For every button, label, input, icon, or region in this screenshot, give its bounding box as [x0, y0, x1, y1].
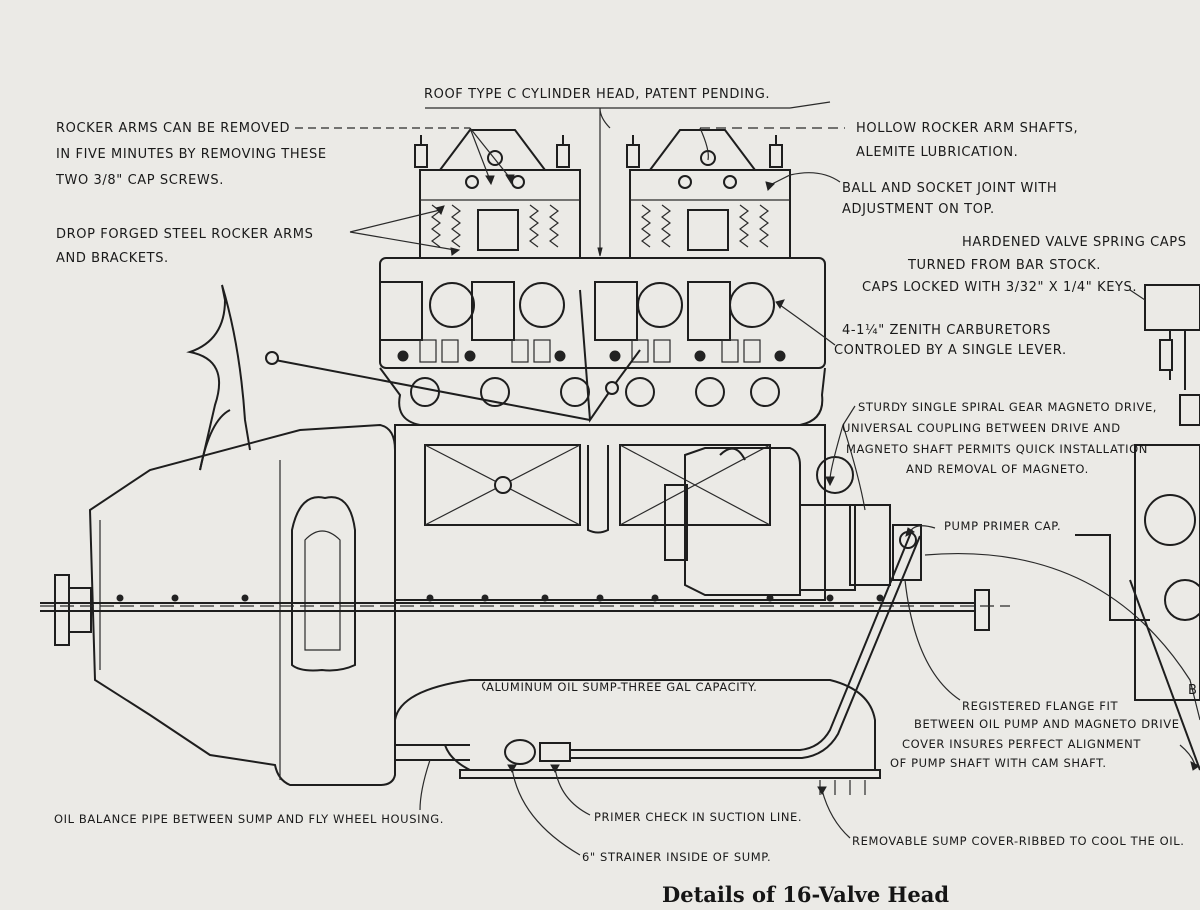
label-edge-b: B — [1188, 683, 1198, 698]
label-hardened-caps-line2: TURNED FROM BAR STOCK. — [908, 258, 1101, 273]
right-pump-detail — [1075, 444, 1200, 771]
label-oil-balance-pipe: OIL BALANCE PIPE BETWEEN SUMP AND FLY WH… — [54, 812, 445, 826]
label-hardened-caps-line3: CAPS LOCKED WITH 3/32" X 1/4" KEYS. — [862, 280, 1138, 295]
leader-lines — [295, 101, 1196, 856]
crankshaft-line — [40, 589, 1010, 631]
label-magneto-line3: MAGNETO SHAFT PERMITS QUICK INSTALLATION — [846, 442, 1148, 456]
label-cylinder-head-title: ROOF TYPE C CYLINDER HEAD, PATENT PENDIN… — [424, 87, 771, 102]
label-rocker-removed-line2: IN FIVE MINUTES BY REMOVING THESE — [56, 147, 327, 162]
label-drop-forged-line2: AND BRACKETS. — [56, 251, 169, 266]
label-magneto-line4: AND REMOVAL OF MAGNETO. — [906, 462, 1089, 476]
label-registered-flange-line1: REGISTERED FLANGE FIT — [962, 699, 1119, 713]
cylinder-block — [394, 424, 826, 601]
valve-cap-detail — [1144, 284, 1200, 426]
label-magneto-line2: UNIVERSAL COUPLING BETWEEN DRIVE AND — [842, 421, 1121, 435]
label-aluminum-oil-sump: ALUMINUM OIL SUMP-THREE GAL CAPACITY. — [486, 680, 758, 694]
label-primer-check: PRIMER CHECK IN SUCTION LINE. — [594, 810, 803, 824]
label-registered-flange-line2: BETWEEN OIL PUMP AND MAGNETO DRIVE — [914, 717, 1180, 731]
label-rocker-removed-line1: ROCKER ARMS CAN BE REMOVED — [56, 121, 291, 136]
magneto — [664, 447, 922, 596]
leader-arrowheads — [435, 174, 1200, 796]
rocker-assembly-left — [414, 129, 581, 259]
label-hollow-shafts-line1: HOLLOW ROCKER ARM SHAFTS, — [856, 121, 1079, 136]
label-drop-forged-line1: DROP FORGED STEEL ROCKER ARMS — [56, 227, 314, 242]
label-registered-flange-line4: OF PUMP SHAFT WITH CAM SHAFT. — [890, 756, 1107, 770]
label-rocker-removed-line3: TWO 3/8" CAP SCREWS. — [56, 173, 224, 188]
throttle-linkage — [265, 289, 641, 423]
label-hardened-caps-line1: HARDENED VALVE SPRING CAPS — [962, 236, 1187, 249]
label-pump-primer-cap: PUMP PRIMER CAP. — [944, 519, 1062, 533]
label-zenith-line1: 4-1¼" ZENITH CARBURETORS — [842, 323, 1052, 338]
label-strainer: 6" STRAINER INSIDE OF SUMP. — [582, 850, 772, 864]
figure-caption: Details of 16-Valve Head — [662, 882, 950, 907]
label-removable-sump-cover: REMOVABLE SUMP COVER-RIBBED TO COOL THE … — [852, 834, 1185, 848]
flywheel-housing — [54, 284, 396, 786]
label-ball-socket-line1: BALL AND SOCKET JOINT WITH — [842, 181, 1058, 196]
cylinder-head — [379, 257, 826, 426]
label-ball-socket-line2: ADJUSTMENT ON TOP. — [842, 202, 995, 217]
label-zenith-line2: CONTROLED BY A SINGLE LEVER. — [834, 343, 1067, 358]
label-registered-flange-line3: COVER INSURES PERFECT ALIGNMENT — [902, 737, 1141, 751]
rocker-assembly-right — [626, 129, 791, 259]
label-hollow-shafts-line2: ALEMITE LUBRICATION. — [856, 145, 1019, 160]
label-magneto-line1: STURDY SINGLE SPIRAL GEAR MAGNETO DRIVE, — [858, 400, 1158, 414]
